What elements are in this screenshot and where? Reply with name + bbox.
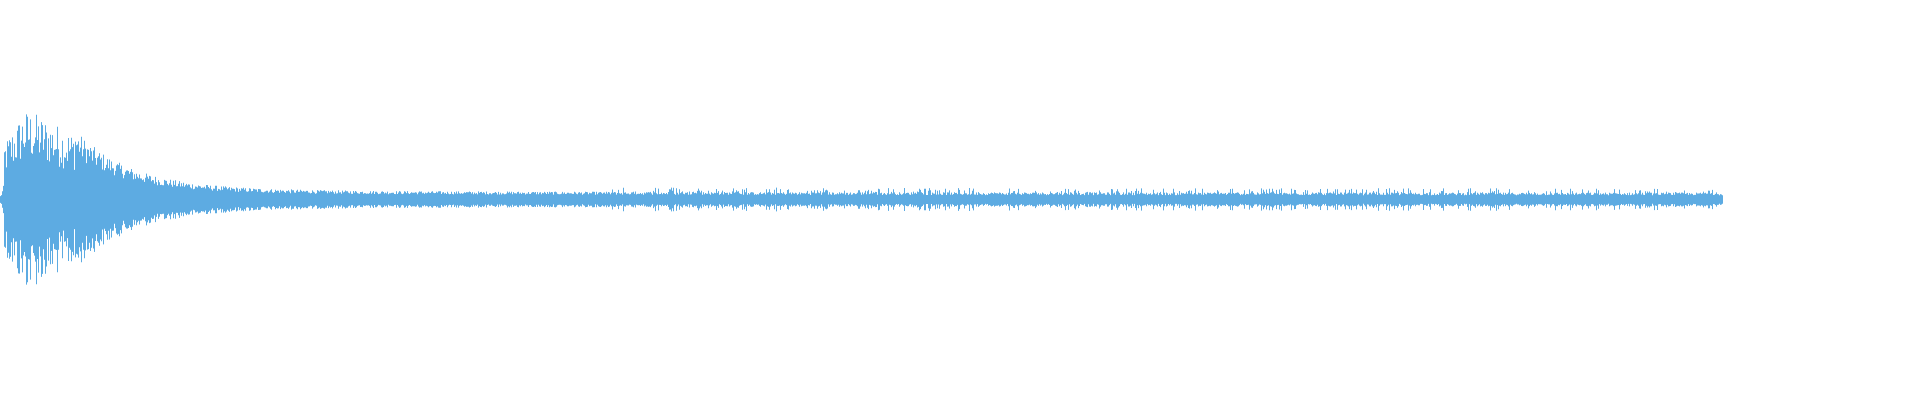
waveform-path (0, 114, 1723, 285)
